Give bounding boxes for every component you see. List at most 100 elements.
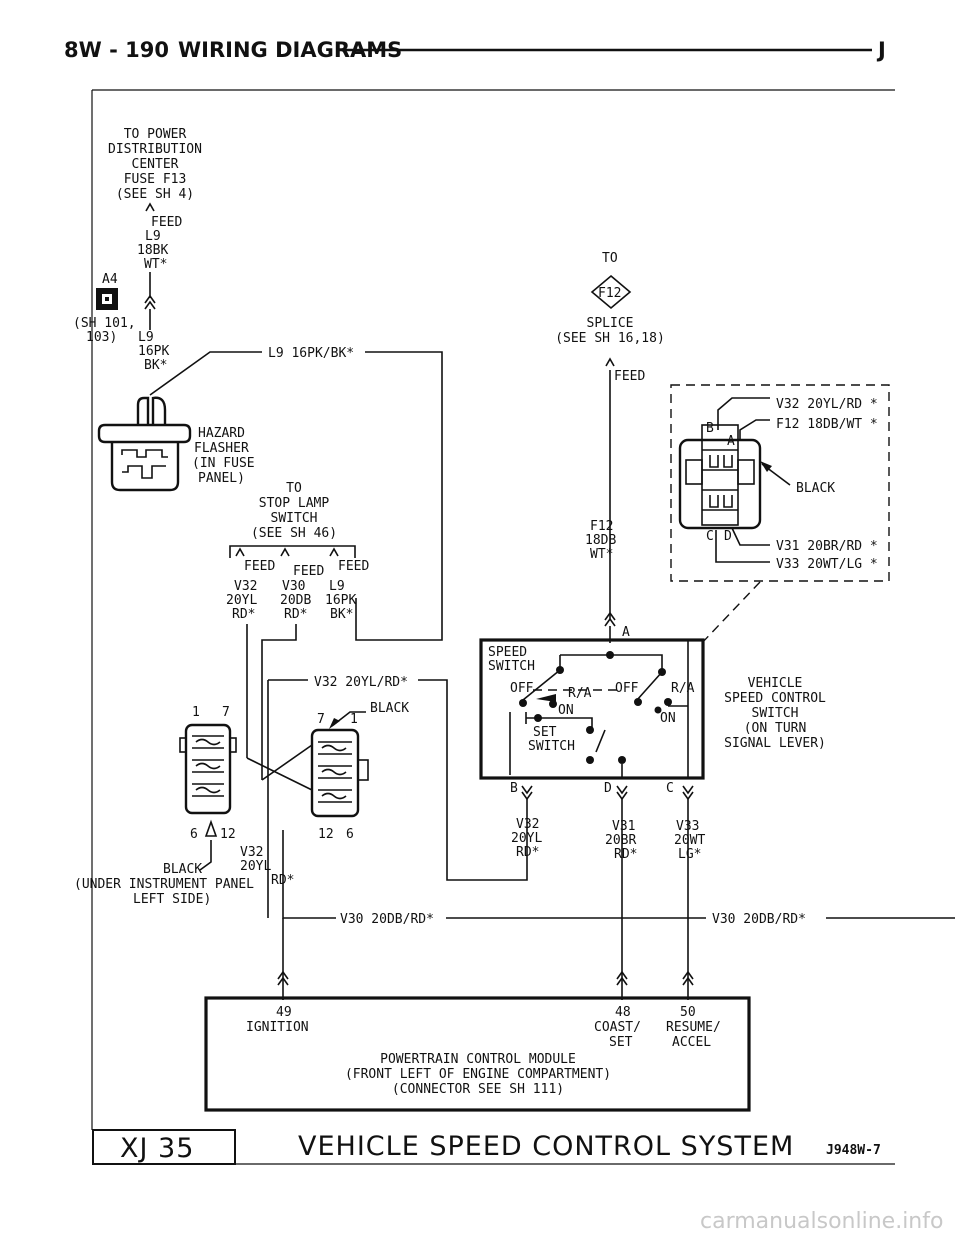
pcm-resume: RESUME/ (666, 1020, 721, 1035)
svg-text:V32: V32 (240, 845, 263, 860)
inset-pin-c: C (706, 529, 714, 544)
wire-label-v32-20yl-rd: V32 20YL/RD* (314, 675, 408, 690)
svg-text:BK*: BK* (330, 607, 353, 622)
leader-arrow-icon (329, 718, 340, 729)
left-connector-pin-6: 6 (190, 827, 198, 842)
svg-text:18DB: 18DB (585, 533, 616, 548)
pcm-pin-50: 50 (680, 1005, 696, 1020)
inset-leader-v33 (715, 530, 770, 563)
power-distribution-label: TO POWER DISTRIBUTION CENTER FUSE F13 (S… (108, 127, 202, 202)
pcm-ignition: IGNITION (246, 1020, 309, 1035)
pcm-coast: COAST/ (594, 1020, 641, 1035)
svg-text:20WT: 20WT (674, 833, 705, 848)
svg-text:18BK: 18BK (137, 243, 168, 258)
wire-v30-down (282, 830, 336, 919)
svg-text:RD*: RD* (614, 847, 637, 862)
switch-pin-d: D (604, 781, 612, 796)
black-leader (331, 711, 366, 727)
connector-a4-icon (96, 288, 118, 310)
header-tag: J (876, 38, 886, 62)
f12-feed-arrow-icon (605, 357, 615, 367)
svg-text:16PK: 16PK (138, 344, 169, 359)
pin-arrow-icon (204, 819, 218, 837)
svg-text:FEED: FEED (244, 559, 275, 574)
wire-v32-to-switch (418, 679, 528, 881)
vsc-switch-label: VEHICLE SPEED CONTROL SWITCH (ON TURN SI… (724, 676, 826, 751)
pcm-connector-ref: (CONNECTOR SEE SH 111) (392, 1082, 564, 1097)
right-connector-pin-6: 6 (346, 827, 354, 842)
svg-text:(SH 101,: (SH 101, (73, 316, 136, 331)
pcm-connector-chevrons (616, 970, 694, 986)
inset-wire-v33: V33 20WT/LG * (776, 557, 878, 572)
stop-lamp-switch-bracket (229, 545, 356, 558)
svg-text:(SEE SH 16,18): (SEE SH 16,18) (555, 331, 665, 346)
svg-text:LG*: LG* (678, 847, 701, 862)
footer: XJ 35 VEHICLE SPEED CONTROL SYSTEM J948W… (92, 1129, 895, 1165)
right-connector-icon (310, 728, 369, 818)
svg-text:20YL: 20YL (240, 859, 271, 874)
svg-text:CENTER: CENTER (132, 157, 179, 172)
l9-16pk-label: L9 16PK BK* (138, 330, 169, 373)
svg-text:SWITCH: SWITCH (528, 739, 575, 754)
watermark: carmanualsonline.info (700, 1209, 943, 1234)
footer-code: J948W-7 (826, 1143, 881, 1158)
wire-v30-stop (261, 624, 297, 780)
svg-text:R/A: R/A (568, 686, 592, 701)
vsc-connector-icon (678, 424, 762, 530)
switch-pin-a-chevron (604, 611, 616, 627)
connector-chevron-icon (144, 294, 156, 310)
svg-text:(SEE SH 4): (SEE SH 4) (116, 187, 194, 202)
hazard-flasher-label: HAZARD FLASHER (IN FUSE PANEL) (192, 426, 255, 486)
right-connector-pin-1: 1 (350, 712, 358, 727)
inset-leader-v32 (717, 397, 770, 430)
pcm-set: SET (609, 1035, 633, 1050)
wire-cross-1 (246, 757, 313, 791)
wire-l9-diagonal (149, 351, 262, 396)
svg-text:20BR: 20BR (605, 833, 636, 848)
svg-text:SPLICE: SPLICE (587, 316, 634, 331)
svg-text:ON: ON (660, 711, 676, 726)
l9-feed-label: FEED L9 18BK WT* (137, 202, 182, 272)
pcm-pin-49: 49 (276, 1005, 292, 1020)
inset-leader-v31 (731, 527, 770, 546)
connector-inset-frame (670, 384, 890, 582)
left-connector-pin-7: 7 (222, 705, 230, 720)
left-connector-pin-12: 12 (220, 827, 236, 842)
wire-label-l9-16pk-bk: L9 16PK/BK* (268, 346, 354, 361)
svg-text:F12: F12 (598, 286, 621, 301)
svg-text:STOP LAMP: STOP LAMP (259, 496, 330, 511)
wire-label-v30-right: V30 20DB/RD* (712, 912, 806, 927)
svg-text:FLASHER: FLASHER (194, 441, 249, 456)
inset-pin-b: B (706, 421, 714, 436)
svg-text:(UNDER INSTRUMENT PANEL: (UNDER INSTRUMENT PANEL (74, 877, 254, 892)
svg-text:16PK: 16PK (325, 593, 356, 608)
svg-text:20YL: 20YL (511, 831, 542, 846)
svg-text:L9: L9 (138, 330, 154, 345)
svg-text:LEFT SIDE): LEFT SIDE) (133, 892, 211, 907)
svg-text:WT*: WT* (590, 547, 613, 562)
page-number: 8W - 190 (64, 38, 169, 62)
svg-text:(ON TURN: (ON TURN (744, 721, 807, 736)
pcm-connector-chevron-49 (277, 970, 289, 986)
inset-connector-color: BLACK (796, 481, 835, 496)
bottom-wire-labels: V32 20YL RD* V31 20BR RD* V33 20WT LG* (511, 817, 705, 862)
svg-text:TO POWER: TO POWER (124, 127, 187, 142)
svg-text:OFF: OFF (615, 681, 639, 696)
svg-text:20YL: 20YL (226, 593, 257, 608)
svg-text:R/A: R/A (671, 681, 695, 696)
svg-text:RD*: RD* (232, 607, 255, 622)
svg-text:SWITCH: SWITCH (752, 706, 799, 721)
inset-wire-v31: V31 20BR/RD * (776, 539, 878, 554)
pcm-accel: ACCEL (672, 1035, 711, 1050)
right-connector-color: BLACK (370, 701, 409, 716)
stop-lamp-feed-labels: FEED FEED FEED (235, 547, 369, 579)
switch-pin-c: C (666, 781, 674, 796)
f12-to-label: TO (602, 251, 618, 266)
svg-text:HAZARD: HAZARD (198, 426, 245, 441)
svg-text:L9: L9 (145, 229, 161, 244)
switch-pin-b: B (510, 781, 518, 796)
connector-a4-label: A4 (102, 272, 118, 287)
inset-pin-a: A (727, 434, 735, 449)
speed-switch-box: SPEED SWITCH OFF R/A OFF R/A ON ON SET S… (479, 638, 705, 780)
